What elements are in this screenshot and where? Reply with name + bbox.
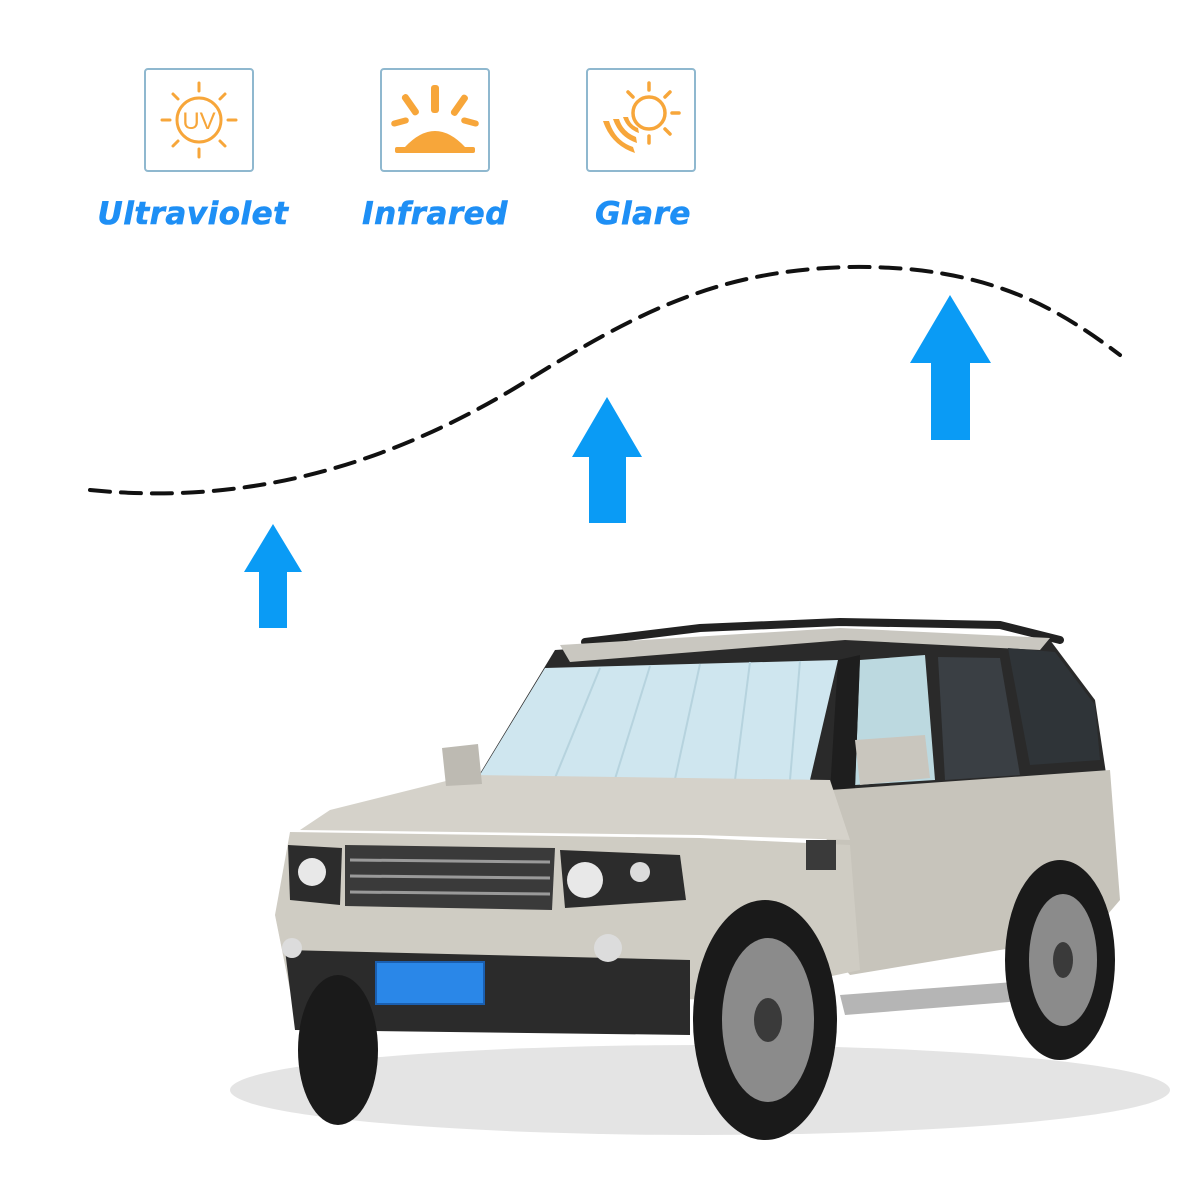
glare-sun-icon — [603, 81, 681, 153]
glare-label: Glare — [595, 196, 691, 233]
uv-card: UV — [144, 68, 254, 172]
infrared-card — [380, 68, 490, 172]
rear-wheel — [1005, 860, 1115, 1060]
ultraviolet-label: Ultraviolet — [97, 196, 289, 233]
front-wheel — [693, 900, 837, 1140]
up-arrow-medium — [572, 397, 642, 523]
uv-sun-icon: UV — [160, 81, 238, 159]
sunset-icon — [391, 85, 479, 153]
up-arrow-large — [910, 295, 991, 440]
uv-icon-text: UV — [182, 108, 215, 135]
infrared-label: Infrared — [362, 196, 508, 233]
up-arrow-small — [244, 524, 302, 628]
front-left-wheel — [298, 975, 378, 1125]
suv-with-windshield-sunshade — [230, 617, 1170, 1140]
dashed-curve — [88, 264, 1122, 496]
glare-card — [586, 68, 696, 172]
